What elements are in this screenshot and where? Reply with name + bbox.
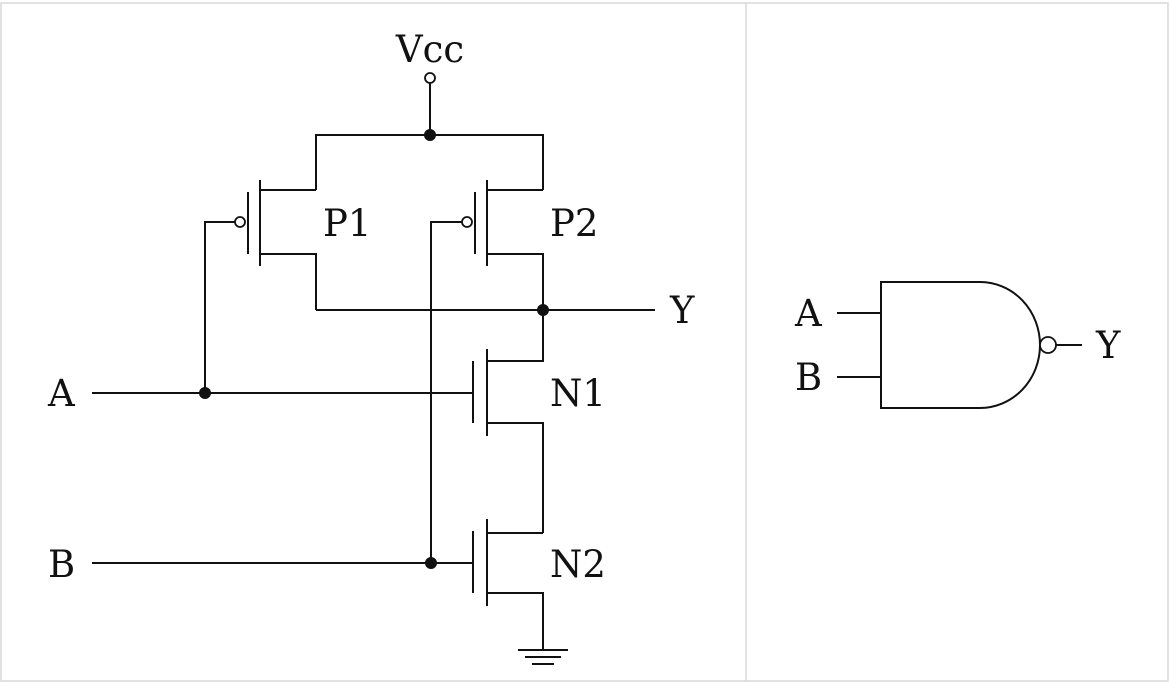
input-a-label: A — [47, 372, 76, 415]
n2-source — [487, 592, 544, 650]
vdd-rail — [315, 134, 544, 190]
p2-gate-wire — [430, 221, 462, 563]
p2-drain — [487, 253, 544, 310]
output-y-label: Y — [669, 289, 695, 332]
transistor-n1: N1 — [472, 310, 606, 533]
transistor-p1: P1 — [204, 180, 371, 393]
input-a-junction — [199, 387, 211, 399]
ground-symbol — [518, 649, 568, 665]
p2-label: P2 — [550, 202, 598, 245]
vcc-label: Vcc — [395, 28, 464, 71]
input-b-junction — [425, 557, 437, 569]
gate-output-label: Y — [1095, 324, 1121, 367]
nand-output-bubble — [1039, 336, 1057, 354]
p1-label: P1 — [323, 202, 371, 245]
p1-drain — [260, 253, 317, 310]
transistor-n2: N2 — [472, 519, 606, 650]
p1-gate-wire — [204, 221, 235, 393]
nand-gate-body — [880, 281, 1041, 409]
gate-input-b-label: B — [795, 356, 822, 399]
n1-label: N1 — [550, 372, 606, 415]
gate-input-a-label: A — [794, 292, 823, 335]
input-b-label: B — [48, 543, 75, 586]
n2-label: N2 — [550, 543, 606, 586]
nand-gate-symbol: A B Y — [794, 281, 1121, 409]
transistor-p2: P2 — [430, 180, 598, 563]
vcc-junction — [424, 129, 436, 141]
n1-drain — [487, 310, 544, 362]
cmos-nand-schematic: Vcc P1 P2 Y — [47, 28, 695, 665]
n1-source — [487, 422, 544, 533]
p2-gate-bubble — [461, 216, 473, 228]
p1-gate-bubble — [234, 216, 246, 228]
vcc-terminal — [424, 72, 436, 84]
